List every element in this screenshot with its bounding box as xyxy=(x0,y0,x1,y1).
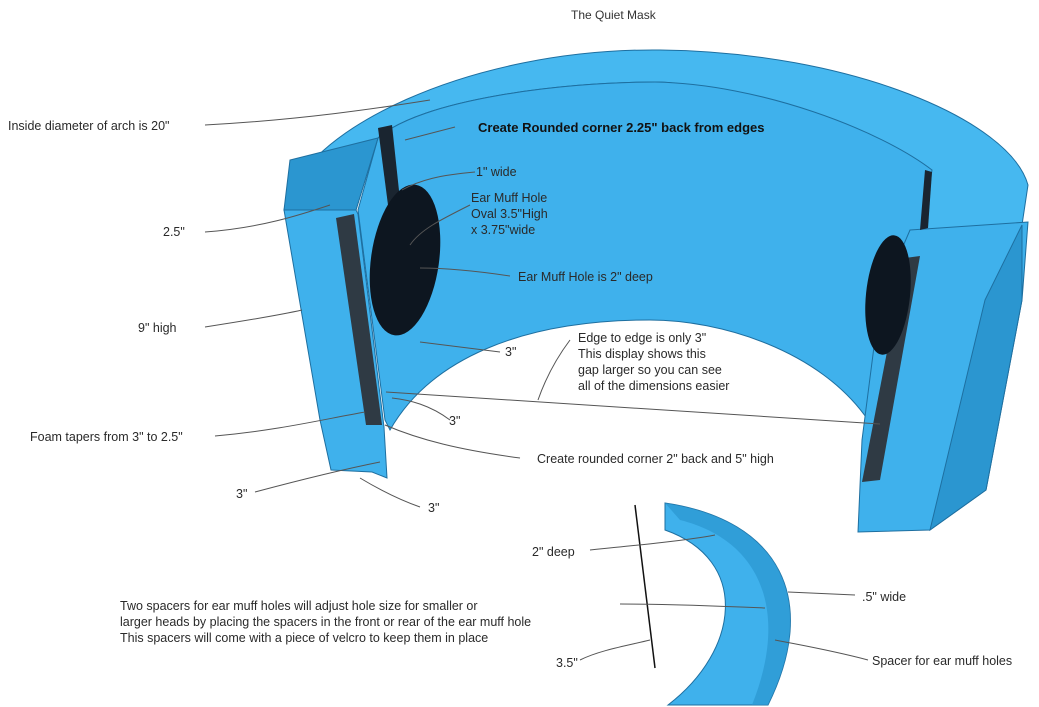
three-five-label: 3.5" xyxy=(556,656,578,670)
ear-muff-hole-line-2: Oval 3.5"High xyxy=(471,207,548,221)
rounded-corner-top-label: Create Rounded corner 2.25" back from ed… xyxy=(478,120,765,135)
spacers-note: Two spacers for ear muff holes will adju… xyxy=(120,598,531,646)
ear-muff-deep-label: Ear Muff Hole is 2" deep xyxy=(518,270,653,284)
left-ear-muff-hole xyxy=(369,184,441,336)
edge-line-3: gap larger so you can see xyxy=(578,363,722,377)
edge-line-1: Edge to edge is only 3" xyxy=(578,331,707,345)
half-wide-label: .5" wide xyxy=(862,590,907,604)
right-side-face xyxy=(929,224,1023,532)
edge-line-4: all of the dimensions easier xyxy=(578,379,730,393)
ear-muff-hole-line-1: Ear Muff Hole xyxy=(471,191,548,205)
spacer-height-line xyxy=(634,504,656,669)
foam-tapers-label: Foam tapers from 3" to 2.5" xyxy=(30,430,183,444)
left-top-strip xyxy=(378,125,400,205)
three-d-label: 3" xyxy=(428,501,440,515)
spacers-line-1: Two spacers for ear muff holes will adju… xyxy=(120,599,478,613)
edge-line-2: This display shows this xyxy=(578,347,706,361)
right-top-strip xyxy=(920,170,932,230)
edge-to-edge-label: Edge to edge is only 3" This display sho… xyxy=(578,330,729,394)
three-a-label: 3" xyxy=(505,345,517,359)
diagram-title: The Quiet Mask xyxy=(571,8,656,22)
nine-high-label: 9" high xyxy=(138,321,177,335)
one-wide-label: 1" wide xyxy=(476,165,517,179)
two-deep-label: 2" deep xyxy=(532,545,575,559)
spacer-top-face xyxy=(665,503,791,705)
left-side-face xyxy=(283,137,379,211)
two-five-label: 2.5" xyxy=(163,225,185,239)
three-b-label: 3" xyxy=(449,414,461,428)
left-dark-strip xyxy=(336,214,382,425)
ear-muff-hole-line-3: x 3.75"wide xyxy=(471,223,536,237)
leader-lines xyxy=(204,99,881,661)
inside-diameter-label: Inside diameter of arch is 20" xyxy=(8,119,170,133)
spacers-line-2: larger heads by placing the spacers in t… xyxy=(120,615,532,629)
ear-muff-hole-label: Ear Muff Hole Oval 3.5"High x 3.75"wide xyxy=(471,190,548,238)
right-ear-muff-hole xyxy=(865,235,911,355)
three-c-label: 3" xyxy=(236,487,248,501)
spacers-line-3: This spacers will come with a piece of v… xyxy=(120,631,489,645)
rounded-corner-bottom-label: Create rounded corner 2" back and 5" hig… xyxy=(537,452,774,466)
spacer-label: Spacer for ear muff holes xyxy=(872,654,1013,668)
